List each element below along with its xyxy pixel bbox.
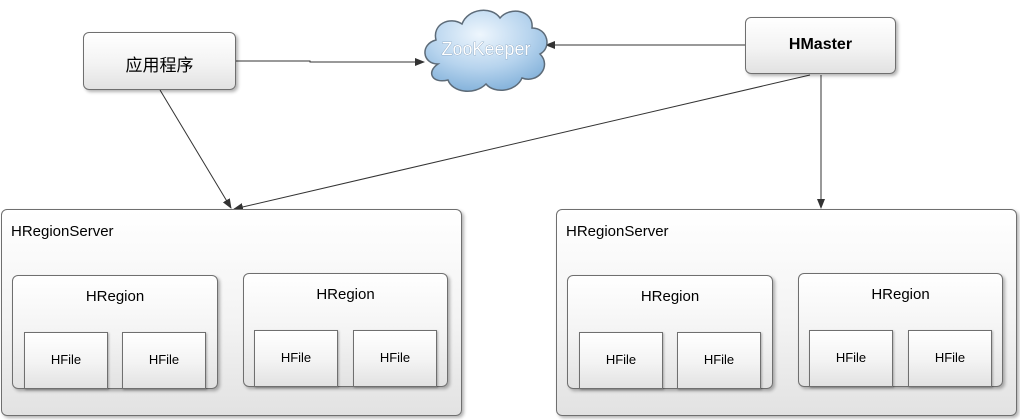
application-node: 应用程序 (83, 32, 236, 90)
hfile-label: HFile (605, 352, 637, 367)
hregion-label: HRegion (316, 286, 375, 303)
hfile-2-2-1: HFile (809, 330, 893, 387)
arrow-app-to-zookeeper (236, 58, 425, 66)
hfile-2-1-1: HFile (579, 332, 663, 389)
hfile-label: HFile (379, 350, 411, 365)
regionserver-label: HRegionServer (566, 223, 669, 240)
arrow-hmaster-to-regionserver-1 (233, 74, 811, 211)
hregion-1-2: HRegion HFile HFile (243, 273, 448, 387)
zookeeper-cloud-node: ZooKeeper (424, 9, 548, 92)
hfile-1-2-2: HFile (353, 330, 437, 387)
hfile-label: HFile (148, 352, 180, 367)
application-label: 应用程序 (125, 56, 194, 75)
hfile-1-1-2: HFile (122, 332, 206, 389)
hfile-label: HFile (280, 350, 312, 365)
hregion-1-1: HRegion HFile HFile (12, 275, 218, 389)
regionserver-1: HRegionServer HRegion HFile HFile HRegio… (1, 209, 462, 416)
hfile-2-1-2: HFile (677, 332, 761, 389)
hregion-label: HRegion (640, 288, 700, 305)
hregion-label: HRegion (871, 286, 930, 303)
hmaster-node: HMaster (745, 17, 896, 74)
hfile-1-2-1: HFile (254, 330, 338, 387)
hmaster-label: HMaster (788, 36, 853, 53)
arrow-app-to-regionserver-1 (159, 89, 232, 209)
regionserver-label: HRegionServer (11, 223, 114, 240)
hregion-label: HRegion (85, 288, 145, 305)
regionserver-2: HRegionServer HRegion HFile HFile HRegio… (556, 209, 1017, 416)
hregion-2-1: HRegion HFile HFile (567, 275, 773, 389)
hfile-label: HFile (934, 350, 966, 365)
hfile-label: HFile (835, 350, 867, 365)
cloud-icon (424, 9, 548, 92)
zookeeper-label: ZooKeeper (441, 39, 530, 59)
hfile-label: HFile (50, 352, 82, 367)
hfile-2-2-2: HFile (908, 330, 992, 387)
hfile-label: HFile (703, 352, 735, 367)
hfile-1-1-1: HFile (24, 332, 108, 389)
hregion-2-2: HRegion HFile HFile (798, 273, 1003, 387)
